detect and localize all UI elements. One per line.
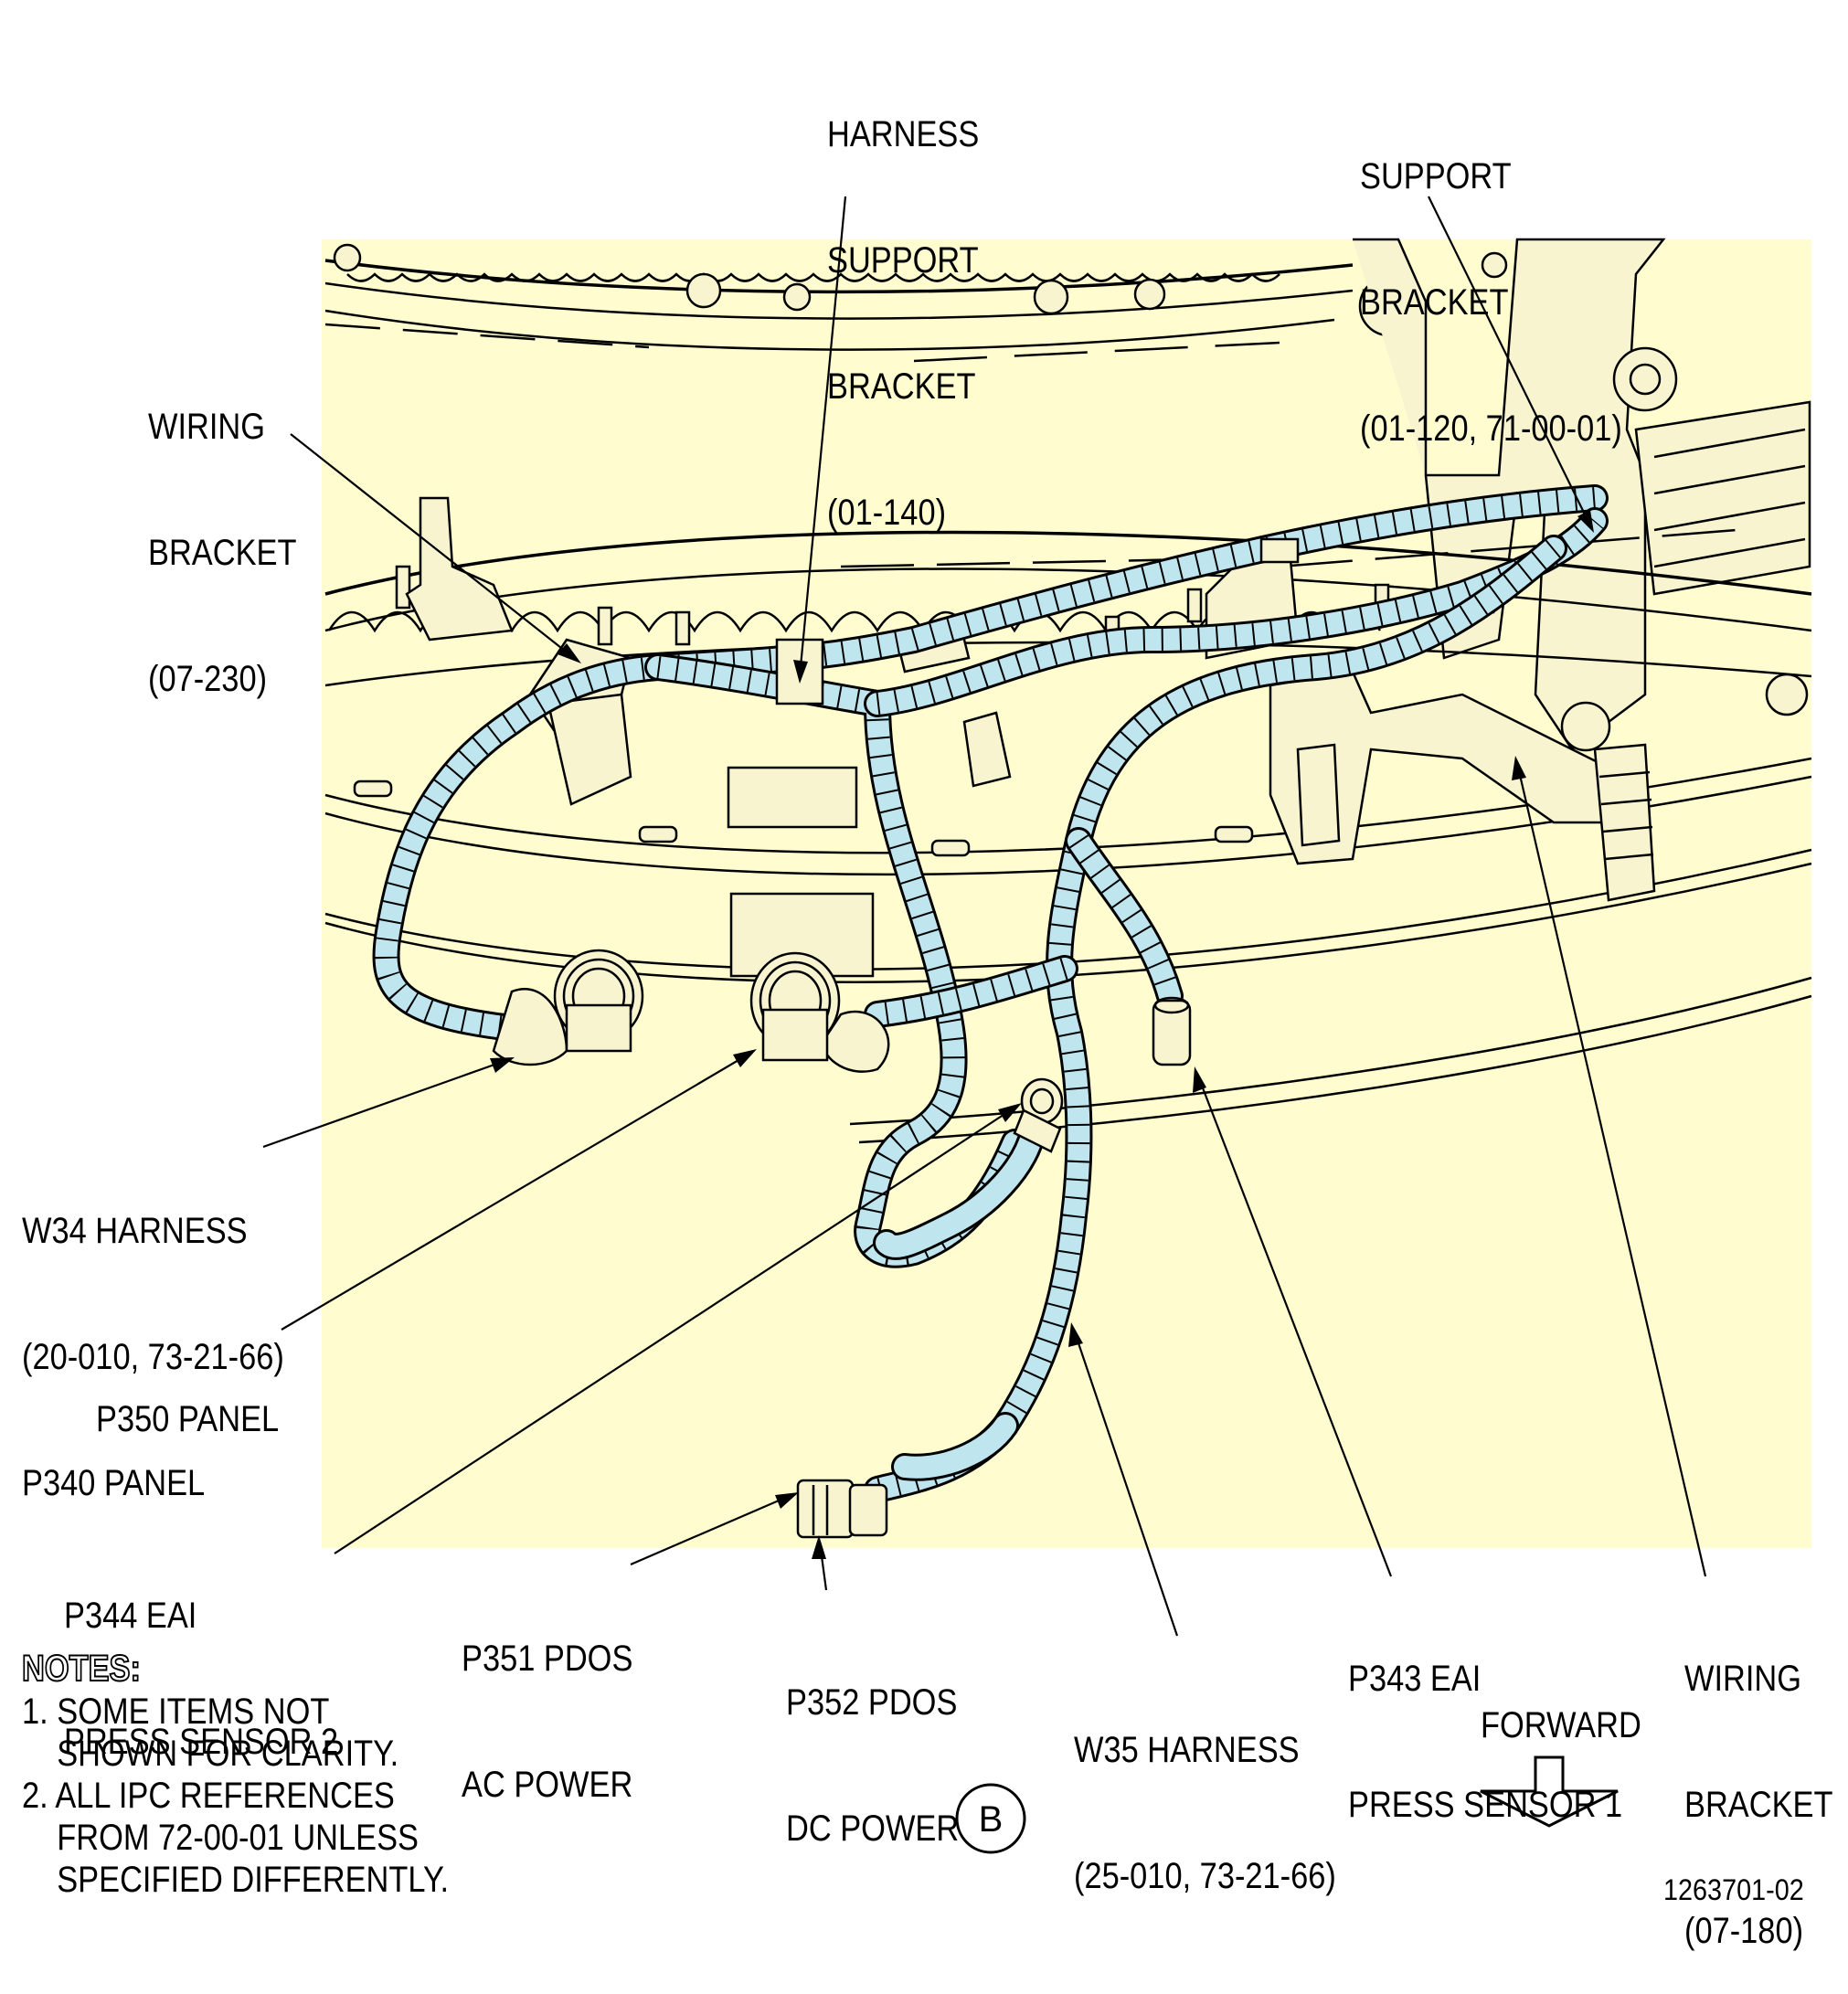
- note-1-line-1: 1. SOME ITEMS NOT: [22, 1692, 330, 1732]
- callout-w34-harness: W34 HARNESS (20-010, 73-21-66) P340 PANE…: [22, 1126, 284, 1546]
- callout-line: W35 HARNESS: [1074, 1730, 1300, 1770]
- callout-line: BRACKET: [1360, 282, 1509, 323]
- callout-line: (07-230): [148, 659, 268, 699]
- callout-line: HARNESS: [827, 114, 980, 154]
- callout-line: PRESS SENSOR 1: [1348, 1785, 1623, 1825]
- callout-line: BRACKET: [827, 366, 976, 407]
- callout-line: WIRING: [148, 407, 266, 447]
- callout-line: SUPPORT: [827, 240, 979, 281]
- callout-line: P344 EAI: [64, 1596, 197, 1636]
- callout-p351: P351 PDOS AC POWER: [462, 1554, 632, 1848]
- callout-line: P350 PANEL: [96, 1399, 280, 1439]
- callout-p352: P352 PDOS DC POWER: [786, 1597, 959, 1892]
- callout-line: P340 PANEL: [22, 1463, 206, 1503]
- callout-line: (25-010, 73-21-66): [1074, 1856, 1336, 1896]
- callout-line: (01-120, 71-00-01): [1360, 408, 1622, 449]
- note-2-line-2: FROM 72-00-01 UNLESS: [22, 1818, 419, 1858]
- figure-number: 1263701-02: [1663, 1873, 1804, 1906]
- callout-line: (20-010, 73-21-66): [22, 1337, 284, 1377]
- callout-line: BRACKET: [1684, 1785, 1833, 1825]
- note-2-line-1: 2. ALL IPC REFERENCES: [22, 1776, 395, 1816]
- harness-installation-drawing: B: [262, 196, 1812, 1854]
- view-label: B: [979, 1799, 1004, 1840]
- callout-line: PRESS SENSOR 2: [64, 1722, 339, 1762]
- callout-support-bracket: SUPPORT BRACKET (01-120, 71-00-01): [1360, 71, 1622, 492]
- callout-line: P343 EAI: [1348, 1659, 1482, 1699]
- callout-line: P351 PDOS: [462, 1639, 633, 1679]
- callout-w35-harness: W35 HARNESS (25-010, 73-21-66): [1074, 1645, 1336, 1939]
- callout-p344: P344 EAI PRESS SENSOR 2: [64, 1511, 338, 1805]
- callout-line: SUPPORT: [1360, 156, 1512, 196]
- callout-line: (01-140): [827, 493, 947, 533]
- callout-line: P352 PDOS: [786, 1682, 958, 1723]
- note-1-line-2: SHOWN FOR CLARITY.: [22, 1734, 399, 1774]
- diagram-page: B HARNESS SUPPORT BRACKET (01-140) SUPPO…: [21, 29, 1832, 1951]
- leader-lines: [262, 196, 1707, 1637]
- callout-line: W34 HARNESS: [22, 1211, 248, 1251]
- callout-wiring-bracket-07-230: WIRING BRACKET (07-230): [148, 322, 296, 742]
- callout-p350-panel: P350 PANEL: [96, 1314, 279, 1482]
- callout-line: WIRING: [1684, 1659, 1802, 1699]
- callout-line: DC POWER: [786, 1808, 960, 1849]
- callout-line: (07-180): [1684, 1911, 1804, 1951]
- callout-wiring-bracket-07-180: WIRING BRACKET (07-180): [1684, 1574, 1832, 1994]
- connectors: [492, 537, 1300, 1539]
- callout-harness-support-bracket: HARNESS SUPPORT BRACKET (01-140): [827, 29, 979, 576]
- callout-line: BRACKET: [148, 533, 297, 573]
- callout-line: AC POWER: [462, 1765, 633, 1805]
- notes-title: NOTES:: [21, 1648, 142, 1690]
- note-2-line-3: SPECIFIED DIFFERENTLY.: [22, 1860, 450, 1900]
- forward-label: FORWARD: [1481, 1705, 1641, 1745]
- forward-arrow-icon: [1480, 1755, 1619, 1828]
- callout-p343: P343 EAI PRESS SENSOR 1: [1348, 1574, 1622, 1868]
- view-label-badge: B: [955, 1783, 1026, 1854]
